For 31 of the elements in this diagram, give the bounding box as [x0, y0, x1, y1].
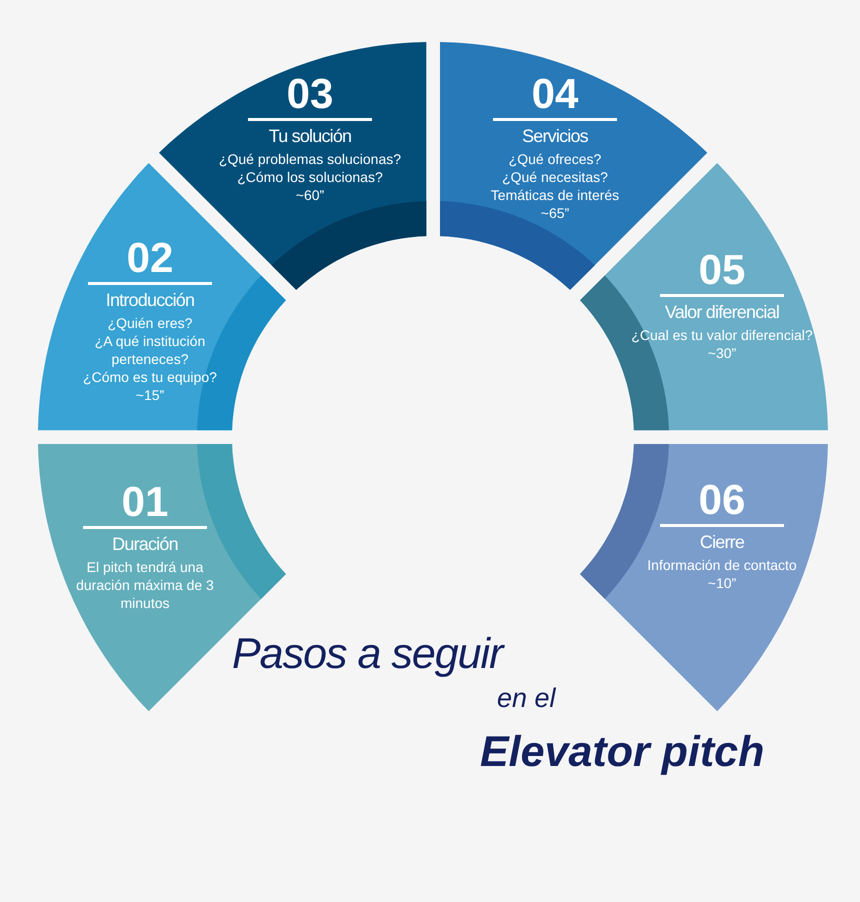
step-heading: Cierre: [700, 530, 744, 553]
step-number: 01: [122, 480, 168, 524]
step-text: Información de contacto: [647, 556, 797, 574]
step-text: ¿Qué problemas solucionas?: [218, 150, 402, 168]
step-heading: Duración: [112, 532, 178, 555]
step-number: 02: [126, 236, 174, 280]
subtitle: en el: [497, 683, 556, 714]
step-text: ¿Cómo es tu equipo?: [83, 368, 217, 386]
step-text: Temáticas de interés: [490, 186, 620, 204]
step-text: ~10”: [708, 574, 736, 592]
step-number: 04: [532, 72, 578, 116]
step-number: 05: [698, 248, 746, 292]
step-text: ¿Cual es tu valor diferencial?: [631, 326, 813, 344]
step-number: 03: [286, 72, 334, 116]
step-heading: Servicios: [522, 124, 588, 147]
step-heading: Introducción: [106, 288, 194, 311]
step-text: ¿Qué necesitas?: [502, 168, 608, 186]
title: Pasos a seguir: [232, 630, 502, 679]
step-text: ~15”: [136, 386, 164, 404]
step-text: ¿Qué ofreces?: [508, 150, 602, 168]
step-number: 06: [698, 478, 746, 522]
step-heading: Tu solución: [268, 124, 352, 147]
step-text: El pitch tendrá una duración máxima de 3 minutos: [75, 558, 215, 612]
step-text: ~30”: [708, 344, 736, 362]
step-text: ~65”: [540, 204, 570, 222]
step-text: ¿Quién eres?: [108, 314, 192, 332]
subtitle: Elevator pitch: [480, 728, 764, 777]
step-text: ¿Cómo los solucionas?: [237, 168, 383, 186]
step-text: ¿A qué institución perteneces?: [94, 332, 206, 368]
step-text: ~60”: [296, 186, 324, 204]
step-heading: Valor diferencial: [664, 300, 780, 323]
